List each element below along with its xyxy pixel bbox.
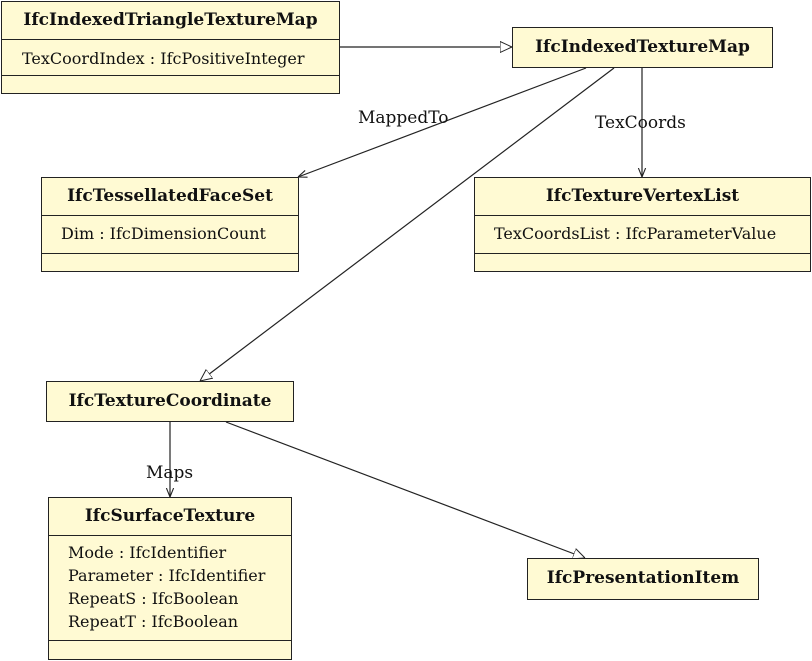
class-operations: [475, 253, 810, 271]
class-name: IfcTextureVertexList: [545, 186, 740, 206]
class-attributes: TexCoordIndex : IfcPositiveInteger: [2, 39, 339, 75]
association-mapped-to: [298, 67, 587, 177]
generalization-indexed-map-to-texture-coordinate: [200, 67, 615, 381]
class-attributes: TexCoordsList : IfcParameterValue: [475, 215, 810, 253]
attribute: Mode : IfcIdentifier: [68, 543, 227, 562]
class-ifc-indexed-triangle-texture-map[interactable]: IfcIndexedTriangleTextureMap TexCoordInd…: [1, 1, 340, 94]
class-attributes: Dim : IfcDimensionCount: [42, 215, 298, 253]
attribute: TexCoordIndex : IfcPositiveInteger: [22, 49, 305, 68]
class-operations: [49, 640, 291, 659]
class-name: IfcTessellatedFaceSet: [67, 186, 273, 206]
class-ifc-surface-texture[interactable]: IfcSurfaceTexture Mode : IfcIdentifier P…: [48, 497, 292, 660]
attribute: Dim : IfcDimensionCount: [61, 224, 266, 243]
label-maps: Maps: [146, 463, 194, 483]
attribute: RepeatS : IfcBoolean: [68, 589, 239, 608]
class-attributes: Mode : IfcIdentifier Parameter : IfcIden…: [49, 535, 291, 640]
attribute: RepeatT : IfcBoolean: [68, 612, 239, 631]
class-name: IfcIndexedTextureMap: [535, 37, 750, 57]
class-operations: [42, 253, 298, 271]
class-operations: [2, 75, 339, 93]
class-ifc-texture-vertex-list[interactable]: IfcTextureVertexList TexCoordsList : Ifc…: [474, 177, 811, 272]
class-ifc-tessellated-face-set[interactable]: IfcTessellatedFaceSet Dim : IfcDimension…: [41, 177, 299, 272]
attribute: TexCoordsList : IfcParameterValue: [494, 224, 777, 243]
label-tex-coords: TexCoords: [595, 113, 686, 133]
label-mapped-to: MappedTo: [358, 108, 449, 128]
attribute: Parameter : IfcIdentifier: [68, 566, 266, 585]
class-name: IfcTextureCoordinate: [68, 391, 272, 411]
class-ifc-texture-coordinate[interactable]: IfcTextureCoordinate: [46, 381, 294, 422]
class-name: IfcSurfaceTexture: [84, 506, 256, 526]
class-name: IfcIndexedTriangleTextureMap: [23, 10, 318, 30]
class-ifc-presentation-item[interactable]: IfcPresentationItem: [527, 558, 759, 600]
class-ifc-indexed-texture-map[interactable]: IfcIndexedTextureMap: [512, 27, 773, 68]
generalization-texture-coordinate-to-presentation-item: [225, 421, 585, 558]
class-name: IfcPresentationItem: [546, 568, 740, 588]
